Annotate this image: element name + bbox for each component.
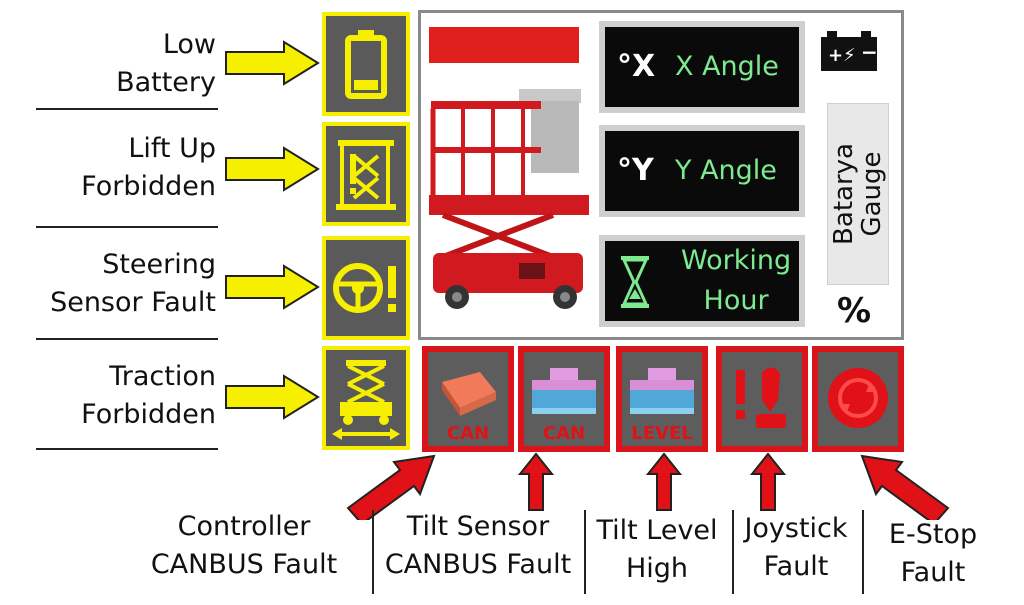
x-angle-label: X Angle (675, 51, 779, 82)
low-battery-indicator[interactable] (322, 12, 410, 116)
x-angle-icon: °X (617, 49, 656, 84)
steering-wheel-icon (333, 263, 396, 313)
y-angle-icon: °Y (617, 153, 654, 188)
divider (36, 338, 218, 340)
arrow-up-icon (645, 452, 683, 511)
y-angle-label: Y Angle (675, 155, 777, 186)
tilt-level-icon (630, 368, 694, 414)
arrow-right-icon (225, 374, 320, 420)
hourglass-icon (621, 256, 649, 308)
status-bar-red (429, 27, 579, 63)
joystick-fault-indicator[interactable] (716, 346, 808, 452)
divider (862, 510, 864, 594)
tilt-level-high-indicator[interactable]: LEVEL (616, 346, 708, 452)
arrow-right-icon (225, 264, 320, 310)
arrow-up-icon (517, 452, 555, 511)
arrow-up-icon (749, 452, 787, 511)
x-angle-panel: °X X Angle (599, 21, 805, 113)
svg-text:⚡: ⚡ (843, 45, 856, 66)
lift-up-forbidden-indicator[interactable] (322, 122, 410, 226)
joystick-icon (736, 367, 786, 428)
arrow-up-right-icon (346, 454, 436, 520)
lift-up-forbidden-icon (336, 140, 396, 210)
battery-low-icon (345, 30, 387, 99)
divider (732, 510, 734, 594)
controller-canbus-fault-indicator[interactable]: CAN (422, 346, 514, 452)
arrow-right-icon (225, 40, 320, 86)
e-stop-fault-indicator[interactable] (812, 346, 904, 452)
divider (372, 510, 374, 594)
y-angle-panel: °Y Y Angle (599, 125, 805, 217)
tilt-sensor-icon (532, 368, 596, 414)
tilt-sensor-canbus-fault-indicator[interactable]: CAN (518, 346, 610, 452)
divider (36, 226, 218, 228)
arrow-right-icon (225, 146, 320, 192)
divider (584, 510, 586, 594)
controller-icon (442, 372, 496, 416)
steering-sensor-fault-indicator[interactable] (322, 236, 410, 340)
svg-text:+: + (828, 45, 843, 66)
controller-can-tag: CAN (446, 423, 490, 444)
divider (36, 108, 218, 110)
tilt-level-tag: LEVEL (631, 423, 693, 444)
divider (36, 448, 218, 450)
battery-percent: % (837, 291, 872, 331)
e-stop-icon (828, 368, 888, 428)
tilt-sensor-can-tag: CAN (542, 423, 586, 444)
traction-forbidden-indicator[interactable] (322, 346, 410, 450)
scissor-lift-image (429, 89, 589, 309)
traction-forbidden-icon (332, 360, 400, 440)
svg-text:−: − (861, 40, 878, 64)
arrow-up-left-icon (860, 454, 950, 520)
battery-icon: + ⚡ − (821, 31, 878, 71)
